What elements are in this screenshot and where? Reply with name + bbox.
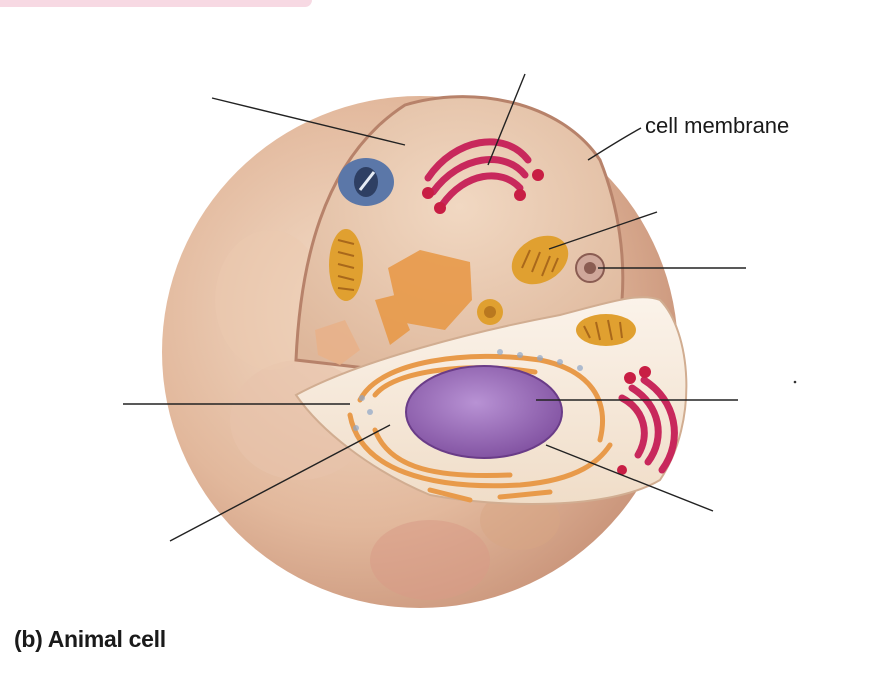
leader-cell-membrane: [587, 127, 642, 161]
golgi-apparatus-lower: [618, 376, 678, 474]
leader-rough-er: [169, 424, 391, 542]
leader-lines: [123, 73, 797, 542]
upper-cutaway: [294, 95, 625, 374]
leader-vacuole: [211, 97, 406, 146]
golgi-apparatus-upper: [424, 138, 532, 209]
mitochondrion-left: [329, 229, 363, 301]
lower-cutaway: [294, 296, 688, 505]
figure-caption: (b) Animal cell: [14, 626, 166, 652]
leader-mitochondrion: [548, 211, 658, 250]
rough-er-upper: [315, 250, 472, 365]
header-tab: [0, 0, 312, 7]
leader-golgi: [487, 73, 526, 166]
label-cell-membrane: cell membrane: [645, 113, 789, 138]
leader-smooth-er: [545, 444, 714, 512]
nucleus-shape: [405, 365, 563, 459]
